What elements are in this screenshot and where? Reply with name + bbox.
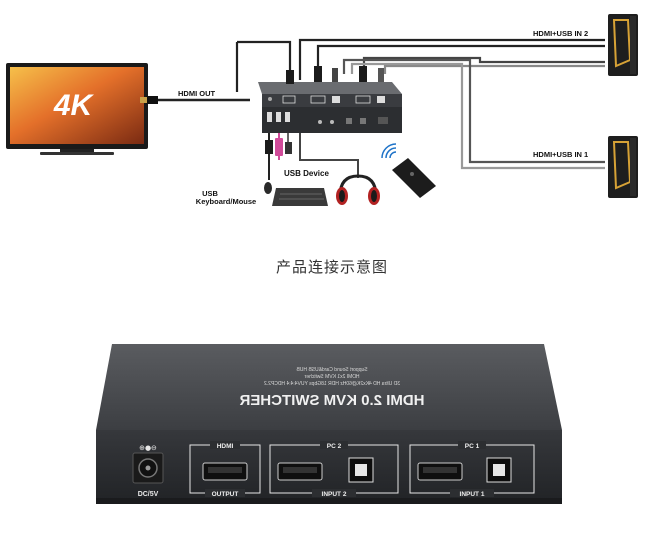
pc2-header: PC 2: [327, 443, 342, 450]
input2-port-group: PC 2 INPUT 2: [269, 441, 399, 498]
usb-kbm-label-line2: Keyboard/Mouse: [196, 197, 256, 206]
input2-label: INPUT 2: [322, 491, 347, 498]
output-port-group: HDMI OUTPUT: [189, 441, 261, 498]
device-top-text: Support Sound Card&USB HUB HDMI 2x1 KVM …: [239, 367, 424, 409]
keyboard-icon: [272, 188, 328, 206]
input1-port-group: PC 1 INPUT 1: [409, 441, 535, 498]
top-text-line3: 3D Ultra HD 4Kx2K@60Hz HDR 18Gbps YUV4:4…: [264, 381, 400, 387]
output-hdmi-header: HDMI: [217, 443, 234, 450]
usb-device-label: USB Device: [284, 169, 329, 178]
mouse-icon: [264, 182, 272, 194]
usb-plugs: [265, 138, 292, 156]
headphones-icon: [336, 174, 380, 205]
pc1-header: PC 1: [465, 443, 480, 450]
power-jack: ⊕●⊖ DC/5V: [132, 444, 164, 498]
output-label: OUTPUT: [212, 491, 239, 498]
device-title: HDMI 2.0 KVM SWITCHER: [239, 392, 424, 409]
top-plugs: [286, 66, 384, 84]
pc2-tower: [608, 14, 638, 76]
hdmi-output-cable: [140, 96, 250, 104]
pc2-label: HDMI+USB IN 2: [533, 29, 588, 38]
top-text-line1: Support Sound Card&USB HUB: [296, 367, 368, 373]
kvm-switcher-product: [96, 344, 562, 504]
kvm-switch-small: [258, 82, 402, 133]
top-text-line2: HDMI 2x1 KVM Switcher: [304, 374, 359, 380]
hdmi-out-label: HDMI OUT: [178, 89, 215, 98]
input1-label: INPUT 1: [460, 491, 485, 498]
tv-4k-badge: 4K: [53, 89, 95, 122]
power-polarity-icon: ⊕●⊖: [139, 444, 157, 452]
diagram-caption: 产品连接示意图: [275, 258, 388, 276]
usb-kbm-label-line1: USB: [202, 189, 218, 198]
pc1-tower: [608, 136, 638, 198]
wireless-remote-icon: [381, 143, 436, 198]
tv-monitor: 4K: [6, 63, 148, 155]
pc1-label: HDMI+USB IN 1: [533, 150, 588, 159]
power-label: DC/5V: [138, 491, 159, 498]
